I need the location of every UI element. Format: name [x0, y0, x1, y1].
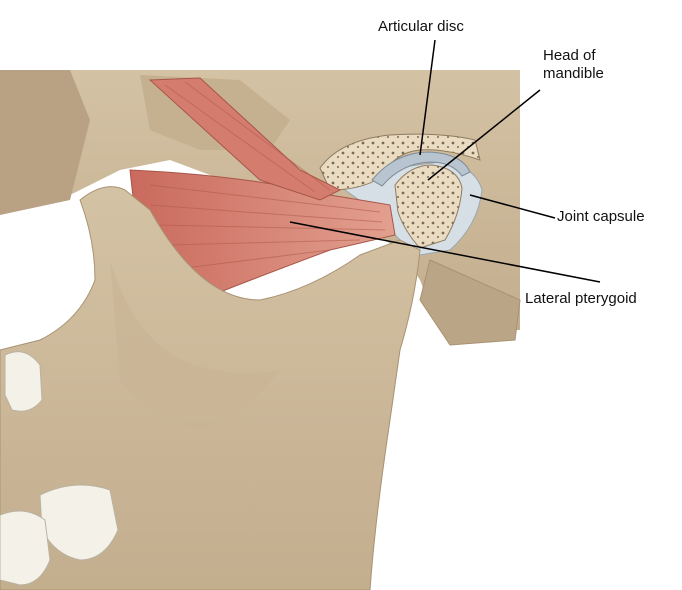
label-lateral-pterygoid: Lateral pterygoid — [525, 290, 637, 308]
label-head-of-mandible: Head of mandible — [543, 47, 604, 83]
label-articular-disc: Articular disc — [378, 18, 464, 36]
skull-shadow — [0, 70, 90, 215]
label-head-of-mandible-line2: mandible — [543, 65, 604, 83]
upper-tooth — [5, 352, 42, 412]
label-head-of-mandible-line1: Head of — [543, 47, 604, 65]
lower-tooth-2 — [0, 511, 50, 585]
label-joint-capsule: Joint capsule — [557, 208, 645, 226]
